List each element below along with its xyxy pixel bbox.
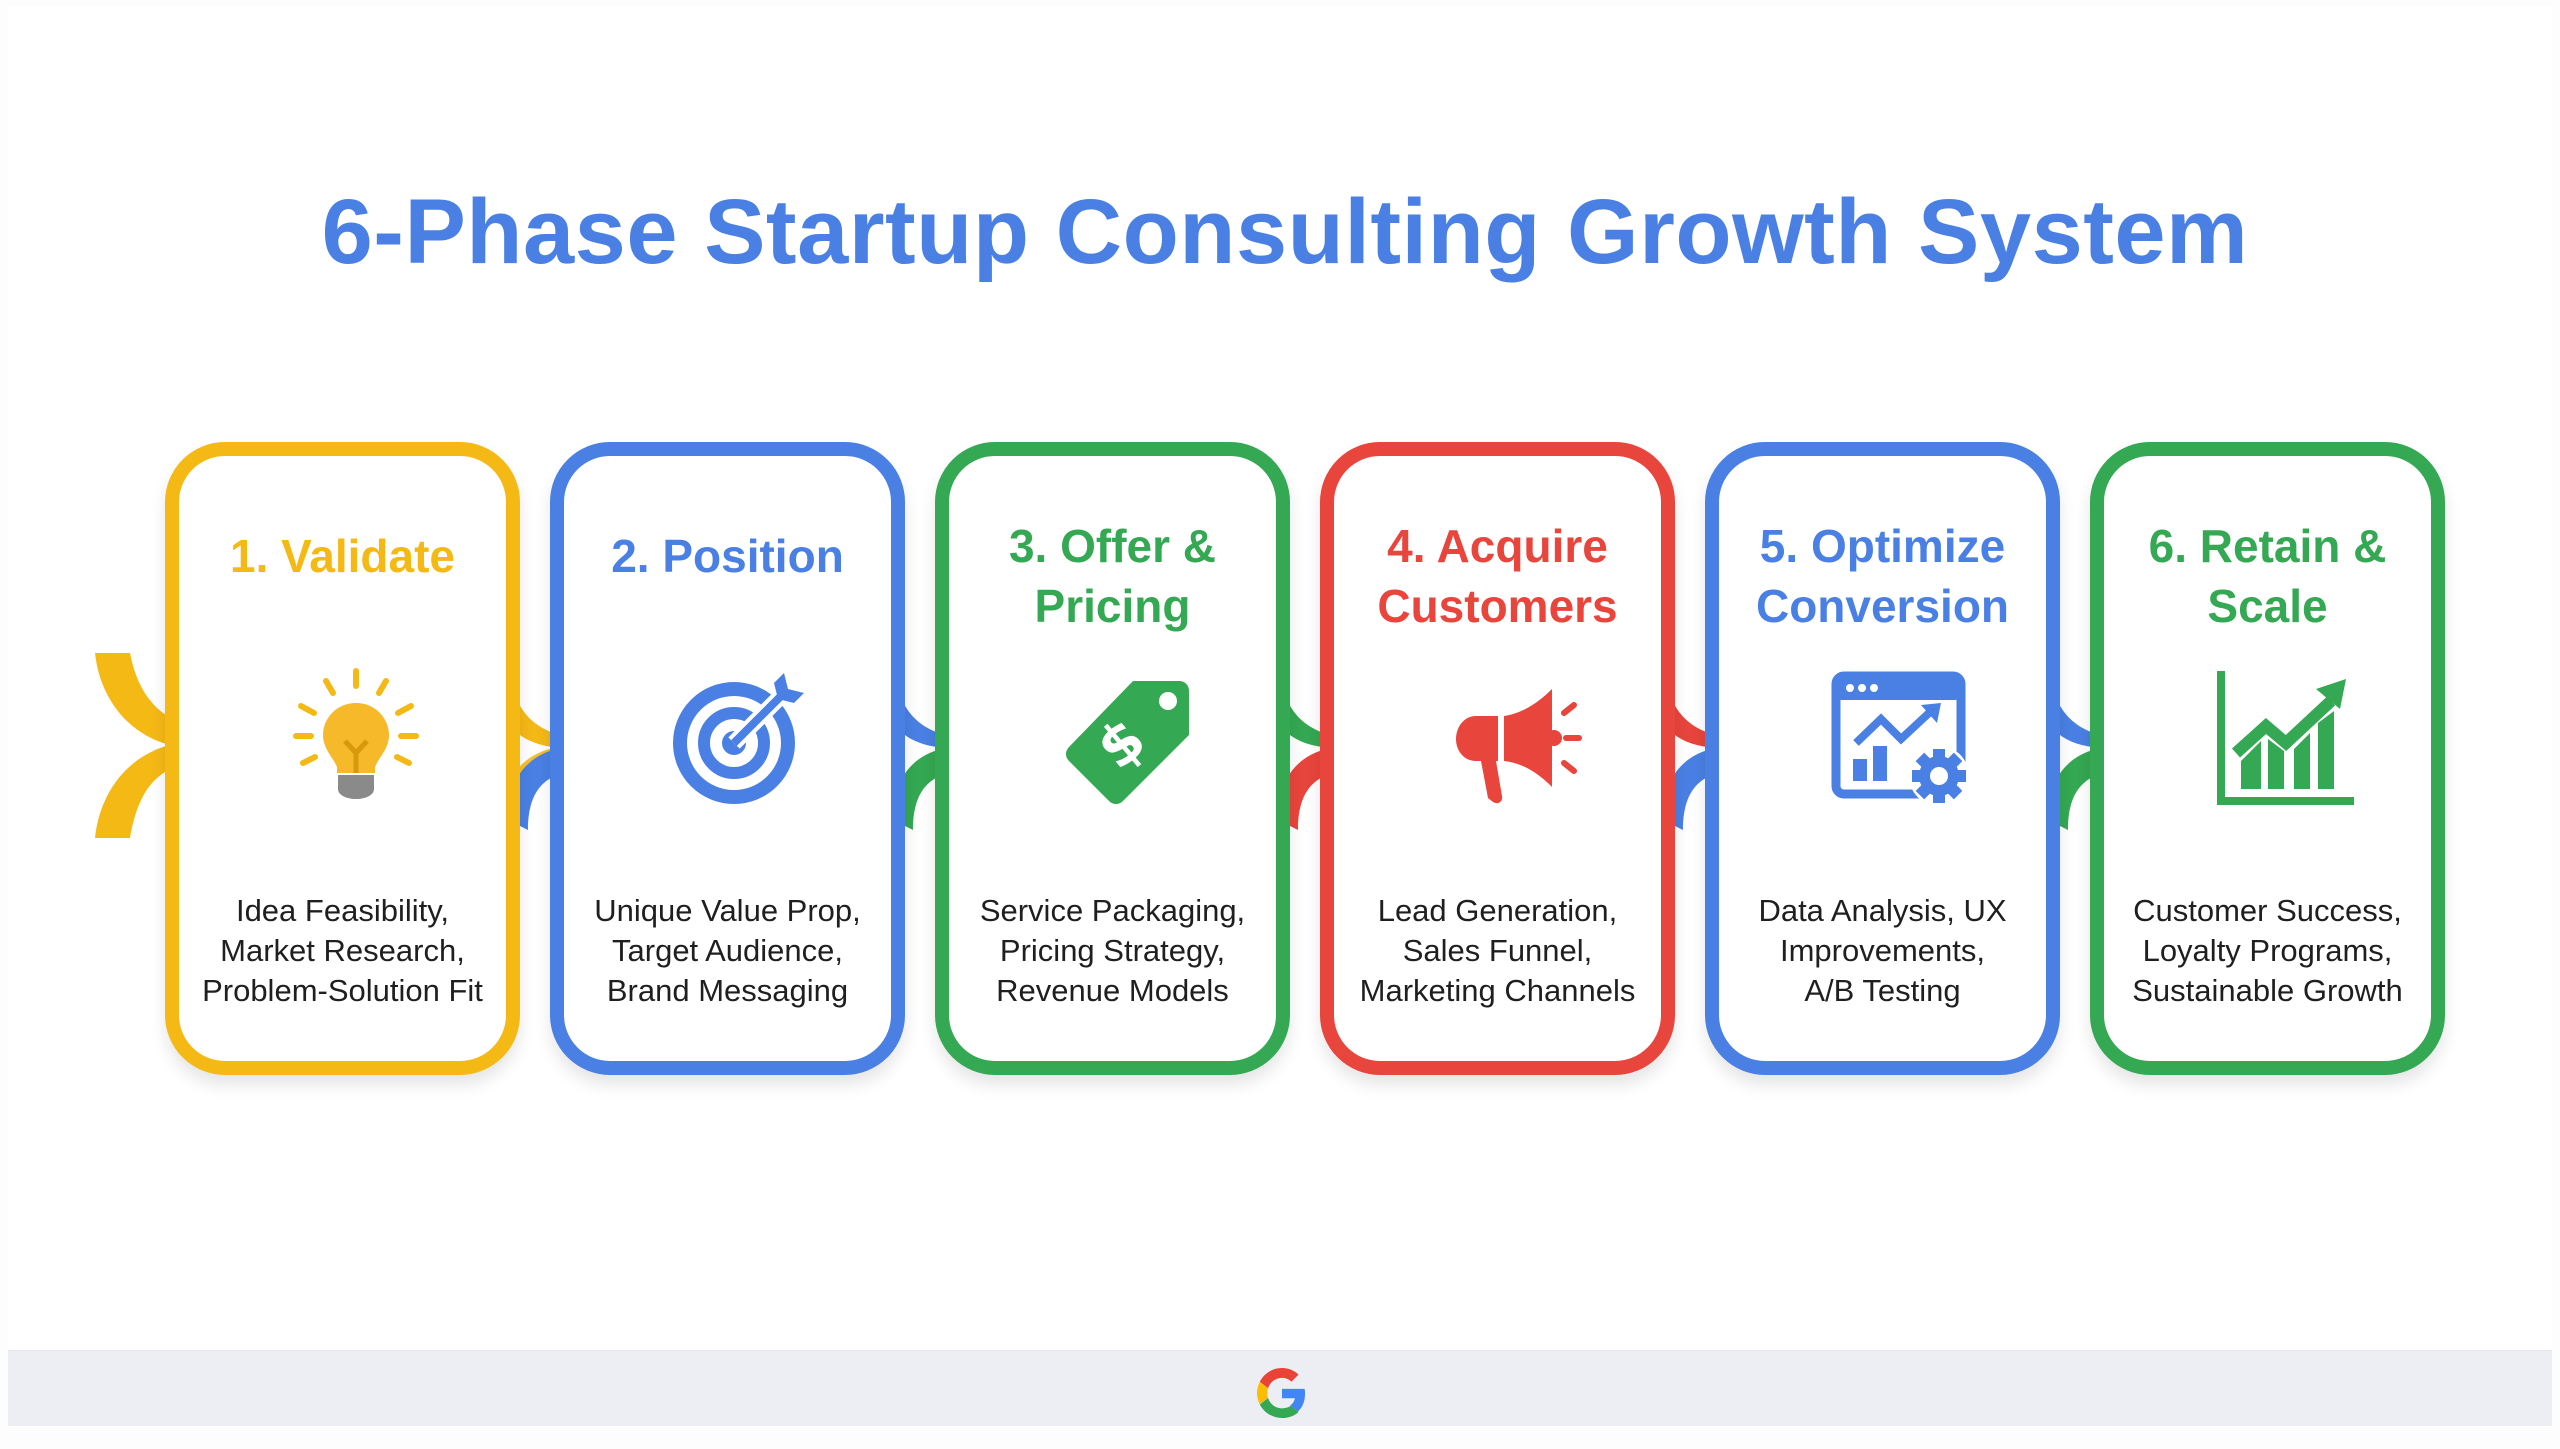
phase-title-line: 5. Optimize	[1759, 520, 2006, 572]
phase-title-line: Pricing	[1034, 580, 1191, 632]
phase-card-optimize-conversion: 5. Optimize Conversion Data Analysis, UX…	[1705, 442, 2060, 1075]
google-g-logo-icon	[1257, 1368, 1306, 1418]
phase-title-line: Conversion	[1755, 580, 2010, 632]
phase-title-line: 2. Position	[611, 530, 844, 582]
phase-description: Customer Success, Loyalty Programs, Sust…	[2132, 893, 2403, 1008]
phase-description: Service Packaging, Pricing Strategy, Rev…	[979, 893, 1246, 1008]
phase-description: Idea Feasibility, Market Research, Probl…	[202, 893, 483, 1008]
phase-title: 4. Acquire Customers	[1334, 516, 1661, 636]
phase-title-line: 3. Offer &	[1008, 520, 1217, 572]
target-icon	[673, 673, 804, 804]
phase-card-offer-pricing: 3. Offer & Pricing $ Service Packaging, …	[935, 442, 1290, 1075]
phase-title: 5. Optimize Conversion	[1719, 516, 2046, 636]
price-tag-icon: $	[1066, 681, 1189, 804]
phase-card-position: 2. Position Unique Value Prop, Target Au…	[550, 442, 905, 1075]
phase-card-acquire-customers: 4. Acquire Customers Lead Generation, Sa…	[1320, 442, 1675, 1075]
megaphone-icon	[1456, 689, 1582, 804]
page-title: 6-Phase Startup Consulting Growth System	[321, 180, 2249, 283]
phase-title-line: Customers	[1377, 580, 1618, 632]
phase-card-retain-scale: 6. Retain & Scale Customer Success, Loya…	[2090, 442, 2445, 1075]
phase-title: 3. Offer & Pricing	[949, 516, 1276, 636]
phase-title: 2. Position	[564, 526, 891, 586]
phase-description: Unique Value Prop, Target Audience, Bran…	[594, 893, 861, 1008]
phase-description: Data Analysis, UX Improvements, A/B Test…	[1758, 893, 2007, 1008]
analytics-dashboard-icon	[1831, 671, 1969, 806]
phase-description: Lead Generation, Sales Funnel, Marketing…	[1359, 893, 1636, 1008]
lightbulb-icon	[293, 668, 419, 799]
phase-title: 6. Retain & Scale	[2104, 516, 2431, 636]
growth-chart-icon	[2217, 671, 2354, 805]
phase-title: 1. Validate	[179, 526, 506, 586]
phase-title-line: 1. Validate	[229, 530, 455, 582]
phase-card-validate: 1. Validate Idea Feasibility, Market Res…	[165, 442, 520, 1075]
phase-title-line: 6. Retain &	[2148, 520, 2387, 572]
phase-title-line: 4. Acquire	[1387, 520, 1608, 572]
phase-title-line: Scale	[2207, 580, 2328, 632]
